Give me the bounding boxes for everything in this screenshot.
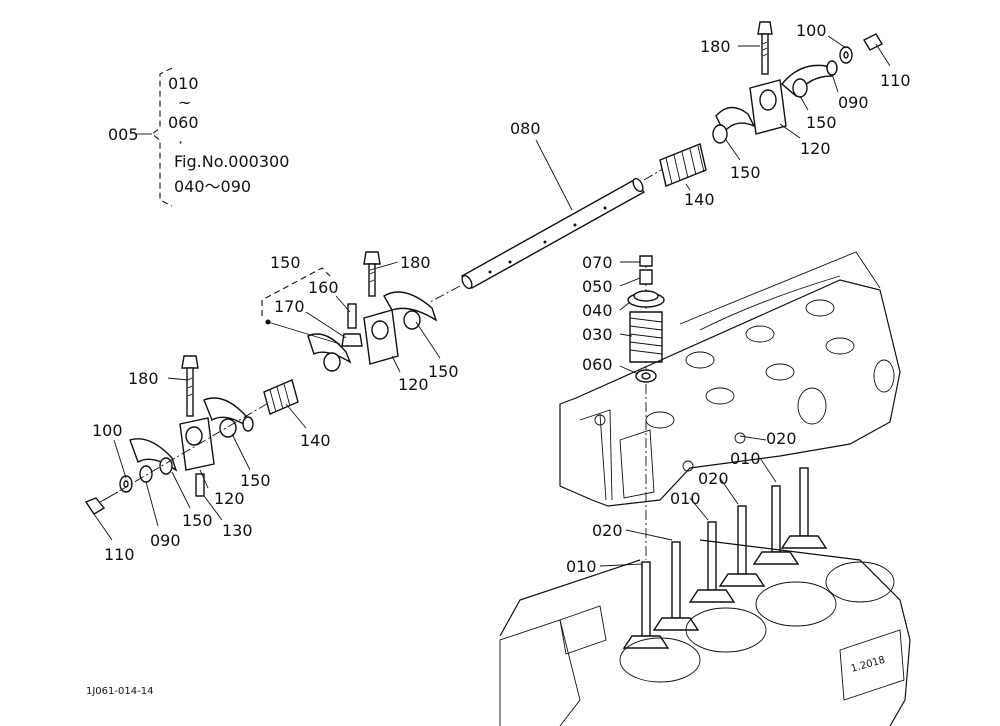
cylinder-head [559,251,901,507]
callout-060: 060 [582,355,613,374]
callout-150-left2: 150 [182,511,213,530]
callout-050: 050 [582,277,613,296]
callout-labels: 180 100 110 090 150 120 150 140 080 150 … [92,21,911,576]
callout-150-mid: 150 [428,362,459,381]
callout-150-mid-bracket: 150 [270,253,301,272]
cylinder-block: 1.2018 [499,539,911,726]
valve-spring-stack [627,255,665,560]
callout-180-top: 180 [700,37,731,56]
head-stamp: 1.2018 [850,655,887,675]
drawing-number: 1J061-014-14 [86,686,153,697]
callout-170: 170 [274,297,305,316]
callout-110-left: 110 [104,545,135,564]
callout-130: 130 [222,521,253,540]
middle-assembly [261,251,438,415]
rocker-shaft [429,145,703,303]
legend-range-end: 060 [168,113,199,132]
callout-090-left: 090 [150,531,181,550]
legend-bracket: 005 010 ~ 060 · Fig.No.000300 040～090 [108,67,289,207]
callout-140-top: 140 [684,190,715,209]
legend-range-tilde: ~ [178,93,191,112]
callout-160: 160 [308,278,339,297]
legend-bullet: · [178,133,183,152]
callout-090-top: 090 [838,93,869,112]
legend-group-code: 005 [108,125,139,144]
callout-020-c: 020 [592,521,623,540]
callout-100-top: 100 [796,21,827,40]
callout-120-mid: 120 [398,375,429,394]
callout-030: 030 [582,325,613,344]
leader-lines [93,35,891,567]
callout-180-left: 180 [128,369,159,388]
callout-070: 070 [582,253,613,272]
callout-120-left: 120 [214,489,245,508]
legend-fig-range: 040～090 [174,177,251,196]
callout-180-mid: 180 [400,253,431,272]
top-right-assembly [659,21,883,187]
legend-range-start: 010 [168,74,199,93]
callout-150-top2: 150 [730,163,761,182]
valves [622,467,828,649]
callout-040: 040 [582,301,613,320]
legend-fig-ref: Fig.No.000300 [174,152,289,171]
callout-100-left: 100 [92,421,123,440]
callout-020-a: 020 [766,429,797,448]
callout-010-a: 010 [730,449,761,468]
callout-010-b: 010 [670,489,701,508]
callout-020-b: 020 [698,469,729,488]
callout-150-top: 150 [806,113,837,132]
callout-140-left: 140 [300,431,331,450]
callout-120-top: 120 [800,139,831,158]
callout-080: 080 [510,119,541,138]
callout-010-c: 010 [566,557,597,576]
callout-110-top: 110 [880,71,911,90]
callout-150-left: 150 [240,471,271,490]
left-assembly [84,355,271,515]
